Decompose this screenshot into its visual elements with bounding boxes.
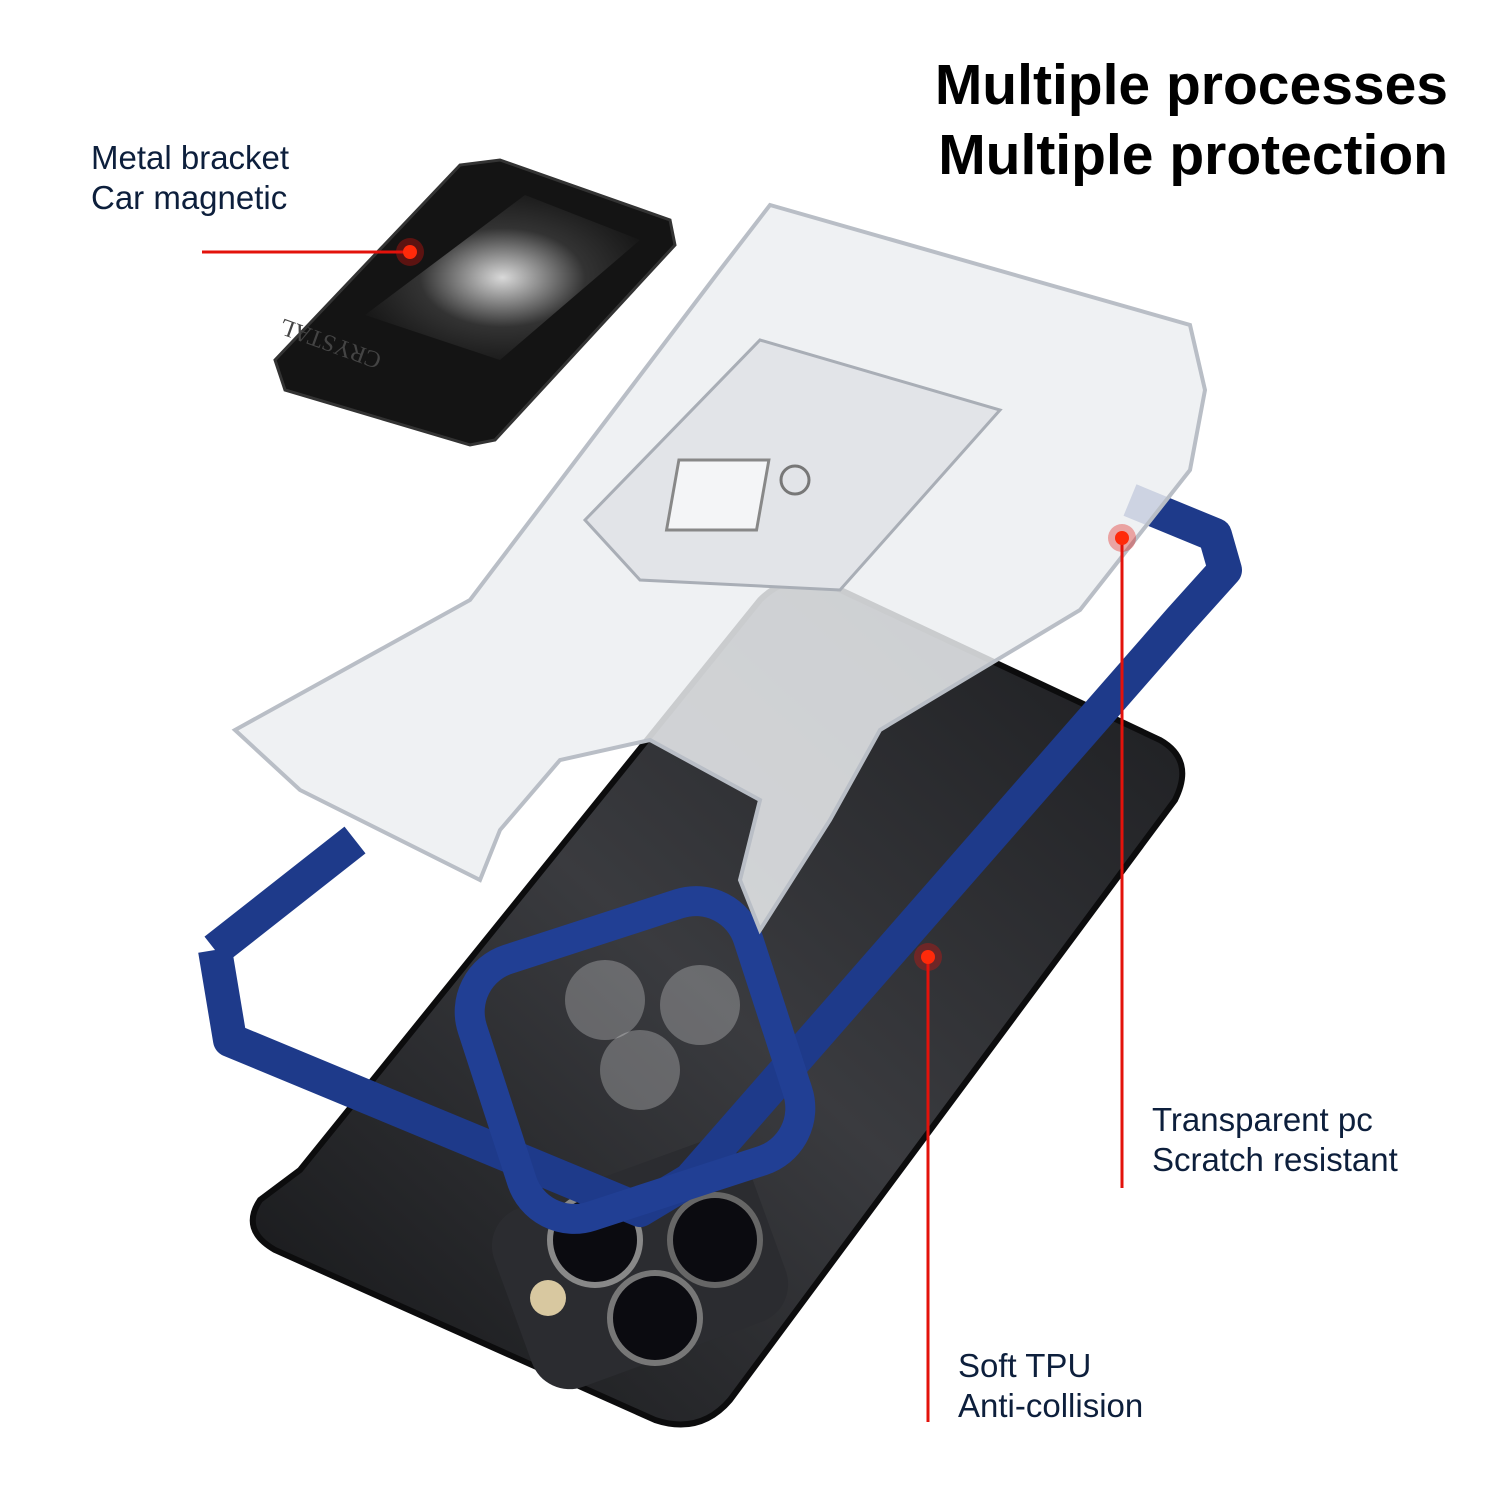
tpu-bumper <box>198 484 1242 1234</box>
headline-line-2: Multiple protection <box>938 123 1448 187</box>
label-line: Anti-collision <box>958 1387 1144 1424</box>
label-soft-tpu: Soft TPU Anti-collision <box>958 1346 1143 1426</box>
headline: Multiple processes Multiple protection <box>935 50 1448 190</box>
label-line: Metal bracket <box>91 139 290 176</box>
callout-soft-tpu <box>914 943 942 1422</box>
label-transparent-pc: Transparent pc Scratch resistant <box>1152 1100 1398 1180</box>
headline-line-1: Multiple processes <box>934 53 1448 117</box>
label-metal-bracket: Metal bracket Car magnetic <box>91 138 289 218</box>
camera-bumper <box>454 886 816 1234</box>
label-line: Scratch resistant <box>1152 1141 1398 1178</box>
phone-camera-lenses <box>491 1140 789 1390</box>
callout-metal-bracket <box>202 238 424 266</box>
metal-bracket: CRYSTAL <box>273 158 677 447</box>
transparent-pc-plate <box>231 202 1208 935</box>
label-line: Soft TPU <box>958 1347 1092 1384</box>
callout-transparent-pc <box>1108 524 1136 1188</box>
phone <box>249 577 1186 1428</box>
label-line: Car magnetic <box>91 179 288 216</box>
label-line: Transparent pc <box>1152 1101 1373 1138</box>
